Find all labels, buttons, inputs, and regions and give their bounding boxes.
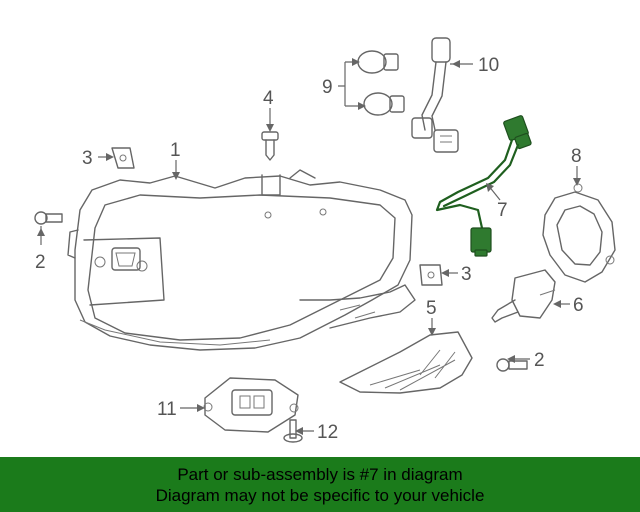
part-info-banner: Part or sub-assembly is #7 in diagram Di… [0,457,640,512]
bulb-igniter[interactable] [491,269,556,323]
callout-10: 10 [478,55,499,76]
screw-right[interactable] [496,358,528,372]
callout-3-right: 3 [461,264,472,285]
mounting-bracket[interactable] [339,331,473,394]
wiring-harness[interactable] [435,115,532,257]
callout-11: 11 [157,399,177,420]
bulb-upper[interactable] [357,50,399,74]
reflector-housing[interactable] [542,183,616,283]
callout-2-left: 2 [35,252,46,273]
bulb-lower[interactable] [363,92,405,116]
parts-diagram: 1 2 2 3 3 4 5 6 7 8 9 10 11 12 [34,37,616,443]
headlamp-assembly[interactable] [67,169,416,351]
callout-9: 9 [322,77,333,98]
banner-line-disclaimer: Diagram may not be specific to your vehi… [155,485,485,505]
callout-4: 4 [263,88,274,109]
banner-line-part: Part or sub-assembly is #7 in diagram [177,464,463,484]
callout-labels: 1 2 2 3 3 4 5 6 7 8 9 10 11 12 [35,55,584,443]
callout-5: 5 [426,298,437,319]
callout-3-left: 3 [82,148,93,169]
callout-8: 8 [571,146,582,167]
callout-1: 1 [170,140,181,161]
callout-7: 7 [497,200,508,221]
clip-left[interactable] [111,147,135,169]
bolt[interactable] [283,419,303,443]
leader-lines [40,61,578,432]
arrowheads [37,58,581,435]
socket-pigtail[interactable] [411,37,459,153]
callout-6: 6 [573,295,584,316]
push-pin[interactable] [261,131,279,161]
screw-left[interactable] [34,211,63,225]
control-module[interactable] [203,377,299,433]
clip-right[interactable] [419,264,443,286]
callout-2-right: 2 [534,350,545,371]
callout-12: 12 [317,422,338,443]
